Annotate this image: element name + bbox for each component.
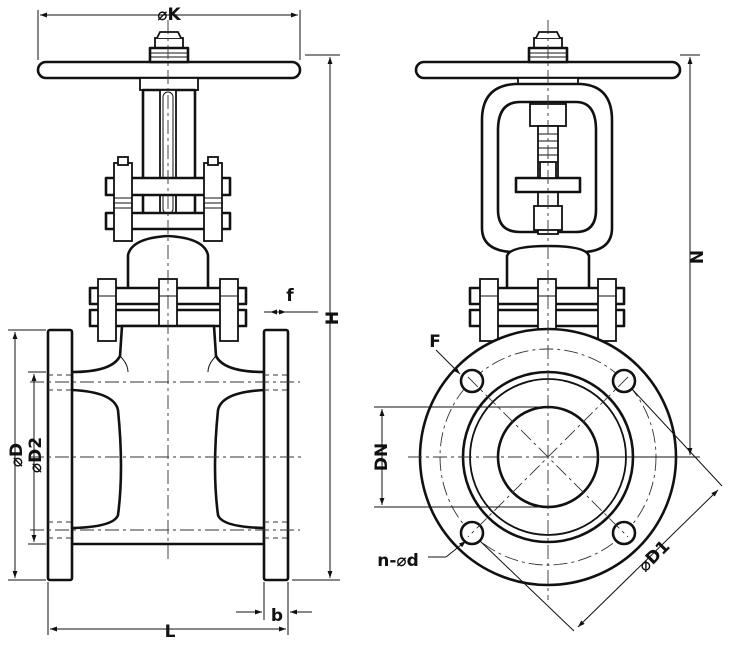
label-bolt-holes: n-⌀d — [377, 551, 419, 571]
label-dn: DN — [372, 443, 392, 471]
label-h: H — [323, 311, 343, 325]
label-k: ⌀K — [157, 5, 181, 25]
yoke-top-front — [139, 77, 199, 91]
end-flange-left — [46, 328, 74, 582]
bonnet-front — [126, 234, 210, 288]
label-l: L — [165, 622, 176, 642]
label-d2: ⌀D2 — [26, 437, 46, 473]
stem-top-front — [154, 37, 184, 49]
side-view — [408, 20, 700, 600]
label-d: ⌀D — [7, 443, 27, 467]
label-b: b — [271, 606, 283, 626]
handwheel-front — [36, 60, 302, 80]
label-n: N — [688, 250, 708, 264]
label-flange: F — [429, 332, 441, 352]
front-view — [30, 20, 305, 582]
side-view-dimensions — [374, 54, 723, 632]
end-flange-right — [262, 328, 290, 582]
valve-body-front — [70, 324, 266, 546]
front-view-dimensions — [8, 10, 340, 635]
label-f: f — [286, 286, 294, 306]
